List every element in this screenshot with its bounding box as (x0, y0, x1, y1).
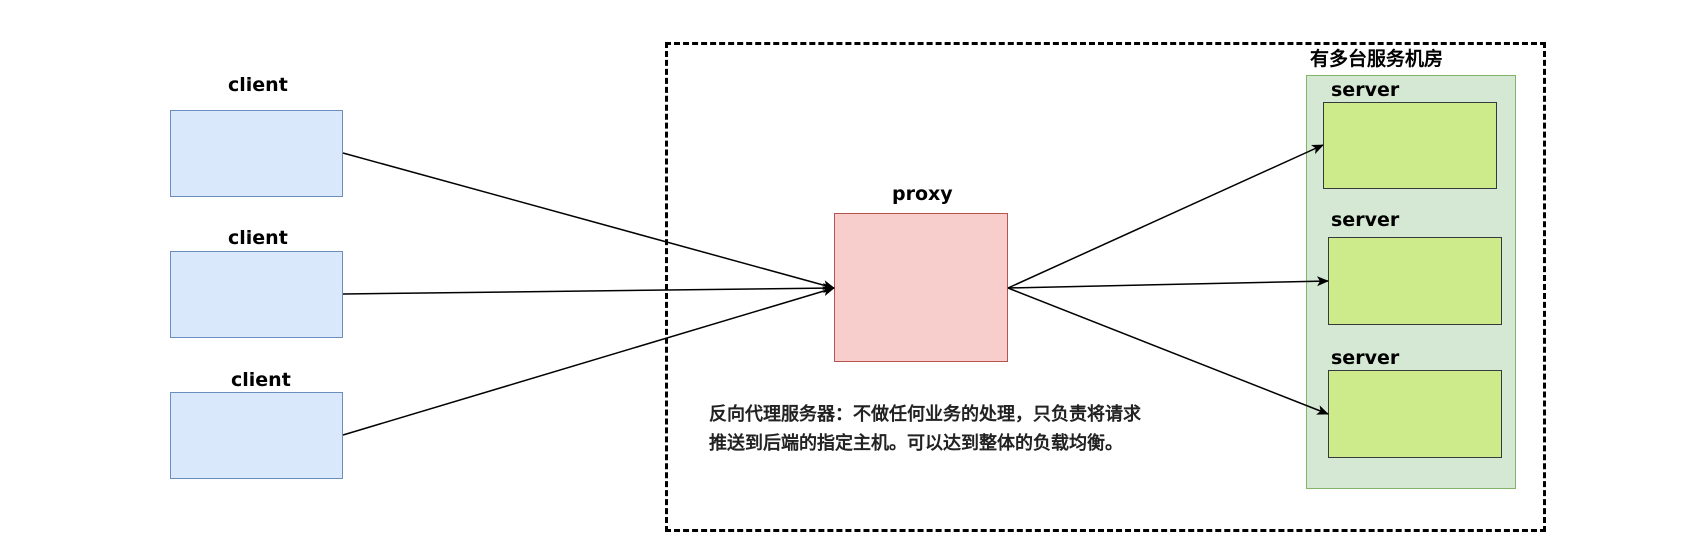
client-to-proxy-arrow (342, 283, 835, 295)
client-box (170, 251, 343, 338)
server-box (1328, 370, 1502, 458)
description-line-1: 反向代理服务器：不做任何业务的处理，只负责将请求 (709, 404, 1141, 425)
client-box (170, 392, 343, 479)
description-line-2: 推送到后端的指定主机。可以达到整体的负载均衡。 (709, 433, 1123, 454)
proxy-to-server-arrow (1007, 144, 1324, 289)
datacenter-boundary (665, 42, 1546, 532)
datacenter-label: 有多台服务机房 (1310, 48, 1444, 70)
server-label: server (1331, 347, 1400, 369)
client-label: client (228, 74, 288, 96)
proxy-label: proxy (892, 183, 953, 205)
client-label: client (228, 227, 288, 249)
server-label: server (1331, 79, 1400, 101)
proxy-box (834, 213, 1008, 362)
server-box (1328, 237, 1502, 325)
server-label: server (1331, 209, 1400, 231)
proxy-to-server-arrow (1007, 276, 1329, 289)
proxy-to-server-arrow (1007, 287, 1329, 415)
client-to-proxy-arrow (342, 286, 835, 436)
description-note: 反向代理服务器：不做任何业务的处理，只负责将请求 推送到后端的指定主机。可以达到… (709, 400, 1141, 458)
server-box (1323, 102, 1497, 189)
client-to-proxy-arrow (342, 152, 835, 290)
client-label: client (231, 369, 291, 391)
client-box (170, 110, 343, 197)
